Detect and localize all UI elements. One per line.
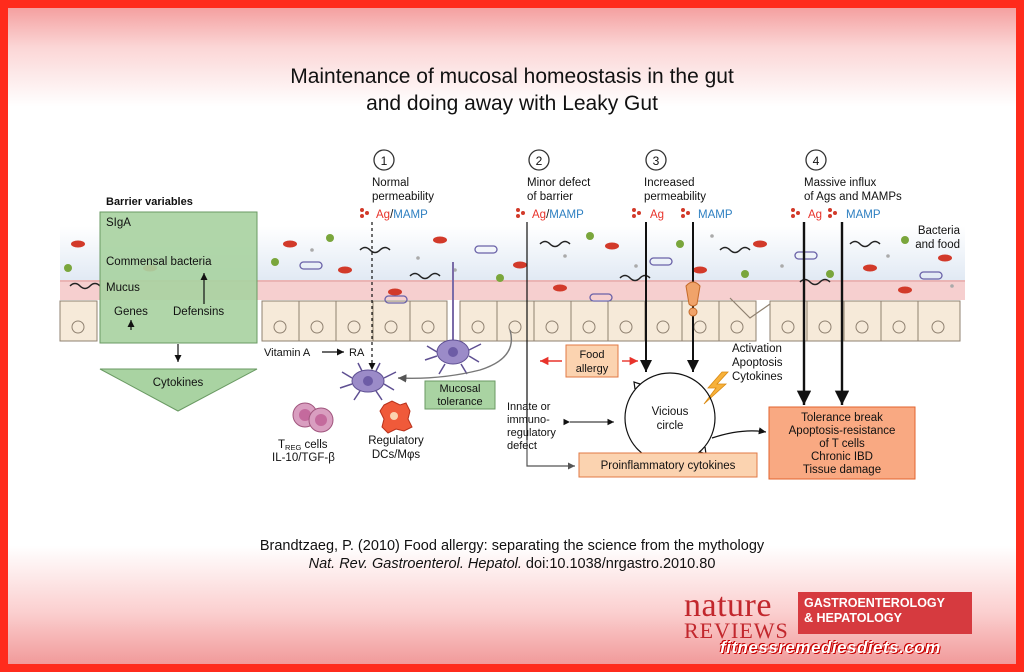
stage-2-label-1: Minor defect bbox=[527, 177, 591, 189]
stage-2-ag-mamp: Ag/MAMP bbox=[532, 209, 584, 221]
reviews-logo-word: REVIEWS bbox=[684, 618, 789, 643]
stage-3-label-1: Increased bbox=[644, 177, 695, 189]
slide: Maintenance of mucosal homeostasis in th… bbox=[8, 8, 1016, 664]
damaged-epithelium bbox=[729, 297, 771, 319]
mucosal-tolerance-label-1: Mucosal bbox=[440, 383, 481, 395]
tolerance-break-label-4: Chronic IBD bbox=[811, 451, 873, 463]
stage-1-label-2: permeability bbox=[372, 191, 434, 203]
defensins-label: Defensins bbox=[173, 306, 224, 318]
commensal-bacteria-label: Commensal bacteria bbox=[106, 256, 212, 268]
journal-logo-line-1: GASTROENTEROLOGY bbox=[804, 596, 945, 610]
innate-defect-label-4: defect bbox=[507, 440, 537, 452]
stage-4-ag: Ag bbox=[808, 209, 822, 221]
activation-label-3: Cytokines bbox=[732, 371, 783, 383]
stage-3-ag: Ag bbox=[650, 209, 664, 221]
stage-2-label-2: of barrier bbox=[527, 191, 573, 203]
stage-3-mamp: MAMP bbox=[698, 209, 733, 221]
stage-1-number: 1 bbox=[381, 154, 388, 168]
stage-4-mamp: MAMP bbox=[846, 209, 881, 221]
genes-label: Genes bbox=[114, 306, 148, 318]
stage-1-ag-mamp: Ag/MAMP bbox=[376, 209, 428, 221]
stage-4-number: 4 bbox=[813, 154, 820, 168]
proinflammatory-cytokines-box bbox=[578, 452, 758, 478]
barrier-variables-box bbox=[99, 211, 258, 344]
tolerance-break-label-3: of T cells bbox=[819, 438, 865, 450]
activation-label-2: Apoptosis bbox=[732, 357, 783, 369]
mucosal-tolerance-label-2: tolerance bbox=[437, 396, 482, 408]
stage-2-number: 2 bbox=[536, 154, 543, 168]
innate-defect-label-2: immuno- bbox=[507, 414, 550, 426]
ra-label: RA bbox=[349, 347, 365, 359]
journal-logo-box: GASTROENTEROLOGY & HEPATOLOGY bbox=[798, 592, 972, 634]
barrier-variables-label: Barrier variables bbox=[106, 196, 193, 208]
tolerance-break-box bbox=[768, 406, 916, 480]
citation-line-2: Nat. Rev. Gastroenterol. Hepatol. doi:10… bbox=[8, 556, 1016, 572]
siga-label: SIgA bbox=[106, 217, 131, 229]
stage-3-number: 3 bbox=[653, 154, 660, 168]
il10-tgfb-label: IL-10/TGF-β bbox=[272, 452, 335, 464]
treg-label: TREG cells bbox=[278, 439, 328, 452]
stage-4-label-1: Massive influx bbox=[804, 177, 876, 189]
nature-logo-word: nature bbox=[684, 587, 772, 624]
gut-homeostasis-diagram: Barrier variables SIgA Commensal bacteri… bbox=[59, 149, 965, 480]
cytokines-label: Cytokines bbox=[153, 377, 204, 389]
vicious-circle-ring bbox=[624, 372, 716, 464]
food-allergy-box bbox=[565, 344, 619, 378]
stage-4: 4 Massive influx of Ags and MAMPs Ag MAM… bbox=[791, 149, 902, 405]
mucus-layer bbox=[60, 280, 965, 300]
citation-journal: Nat. Rev. Gastroenterol. Hepatol. bbox=[308, 556, 522, 572]
site-watermark: fitnessremediesdiets.com bbox=[720, 638, 941, 657]
mucosal-tolerance-box bbox=[424, 380, 496, 410]
cytokines-triangle bbox=[99, 368, 258, 412]
proinflammatory-cytokines-label: Proinflammatory cytokines bbox=[601, 460, 736, 472]
stage-4-label-2: of Ags and MAMPs bbox=[804, 191, 902, 203]
sampling-arrow bbox=[397, 329, 512, 383]
stage-1-label-1: Normal bbox=[372, 177, 409, 189]
mucus-label: Mucus bbox=[106, 282, 140, 294]
bacteria-food-label-1: Bacteria bbox=[918, 225, 961, 237]
innate-defect-label-1: Innate or bbox=[507, 401, 551, 413]
food-allergy-label-2: allergy bbox=[576, 363, 609, 375]
regulatory-label-1: Regulatory bbox=[368, 435, 424, 447]
slide-title-line-1: Maintenance of mucosal homeostasis in th… bbox=[290, 65, 734, 88]
citation-doi: doi:10.1038/nrgastro.2010.80 bbox=[521, 556, 716, 572]
regulatory-dcs-macrophages bbox=[379, 400, 413, 434]
activation-bolt bbox=[703, 371, 729, 405]
circle-to-damage-arrow bbox=[711, 427, 767, 439]
slide-title-line-2: and doing away with Leaky Gut bbox=[366, 92, 658, 115]
tolerance-break-label-2: Apoptosis-resistance bbox=[789, 425, 896, 437]
regulatory-label-2: DCs/Mφs bbox=[372, 449, 421, 461]
stage-2: 2 Minor defect of barrier Ag/MAMP bbox=[516, 149, 591, 470]
stage-3-label-2: permeability bbox=[644, 191, 706, 203]
epithelial-cell-layer bbox=[59, 300, 961, 342]
stage-1: 1 Normal permeability Ag/MAMP bbox=[360, 149, 434, 370]
activation-label-1: Activation bbox=[732, 343, 782, 355]
dendritic-cell-epithelial bbox=[424, 262, 482, 375]
tolerance-break-label-1: Tolerance break bbox=[801, 412, 883, 424]
citation-line-1: Brandtzaeg, P. (2010) Food allergy: sepa… bbox=[259, 538, 765, 554]
food-allergy-label-1: Food bbox=[579, 349, 604, 361]
innate-defect-label-3: regulatory bbox=[507, 427, 556, 439]
treg-cells bbox=[292, 402, 334, 433]
vicious-circle-label-2: circle bbox=[657, 420, 684, 432]
tolerance-break-label-5: Tissue damage bbox=[803, 464, 881, 476]
stage-3: 3 Increased permeability Ag MAMP bbox=[632, 149, 733, 372]
vicious-circle-label-1: Vicious bbox=[652, 406, 689, 418]
vitamin-a-label: Vitamin A bbox=[264, 347, 311, 359]
regulatory-dendritic-cell bbox=[339, 362, 397, 401]
journal-logo-line-2: & HEPATOLOGY bbox=[804, 611, 902, 625]
bacteria-food-label-2: and food bbox=[915, 239, 960, 251]
